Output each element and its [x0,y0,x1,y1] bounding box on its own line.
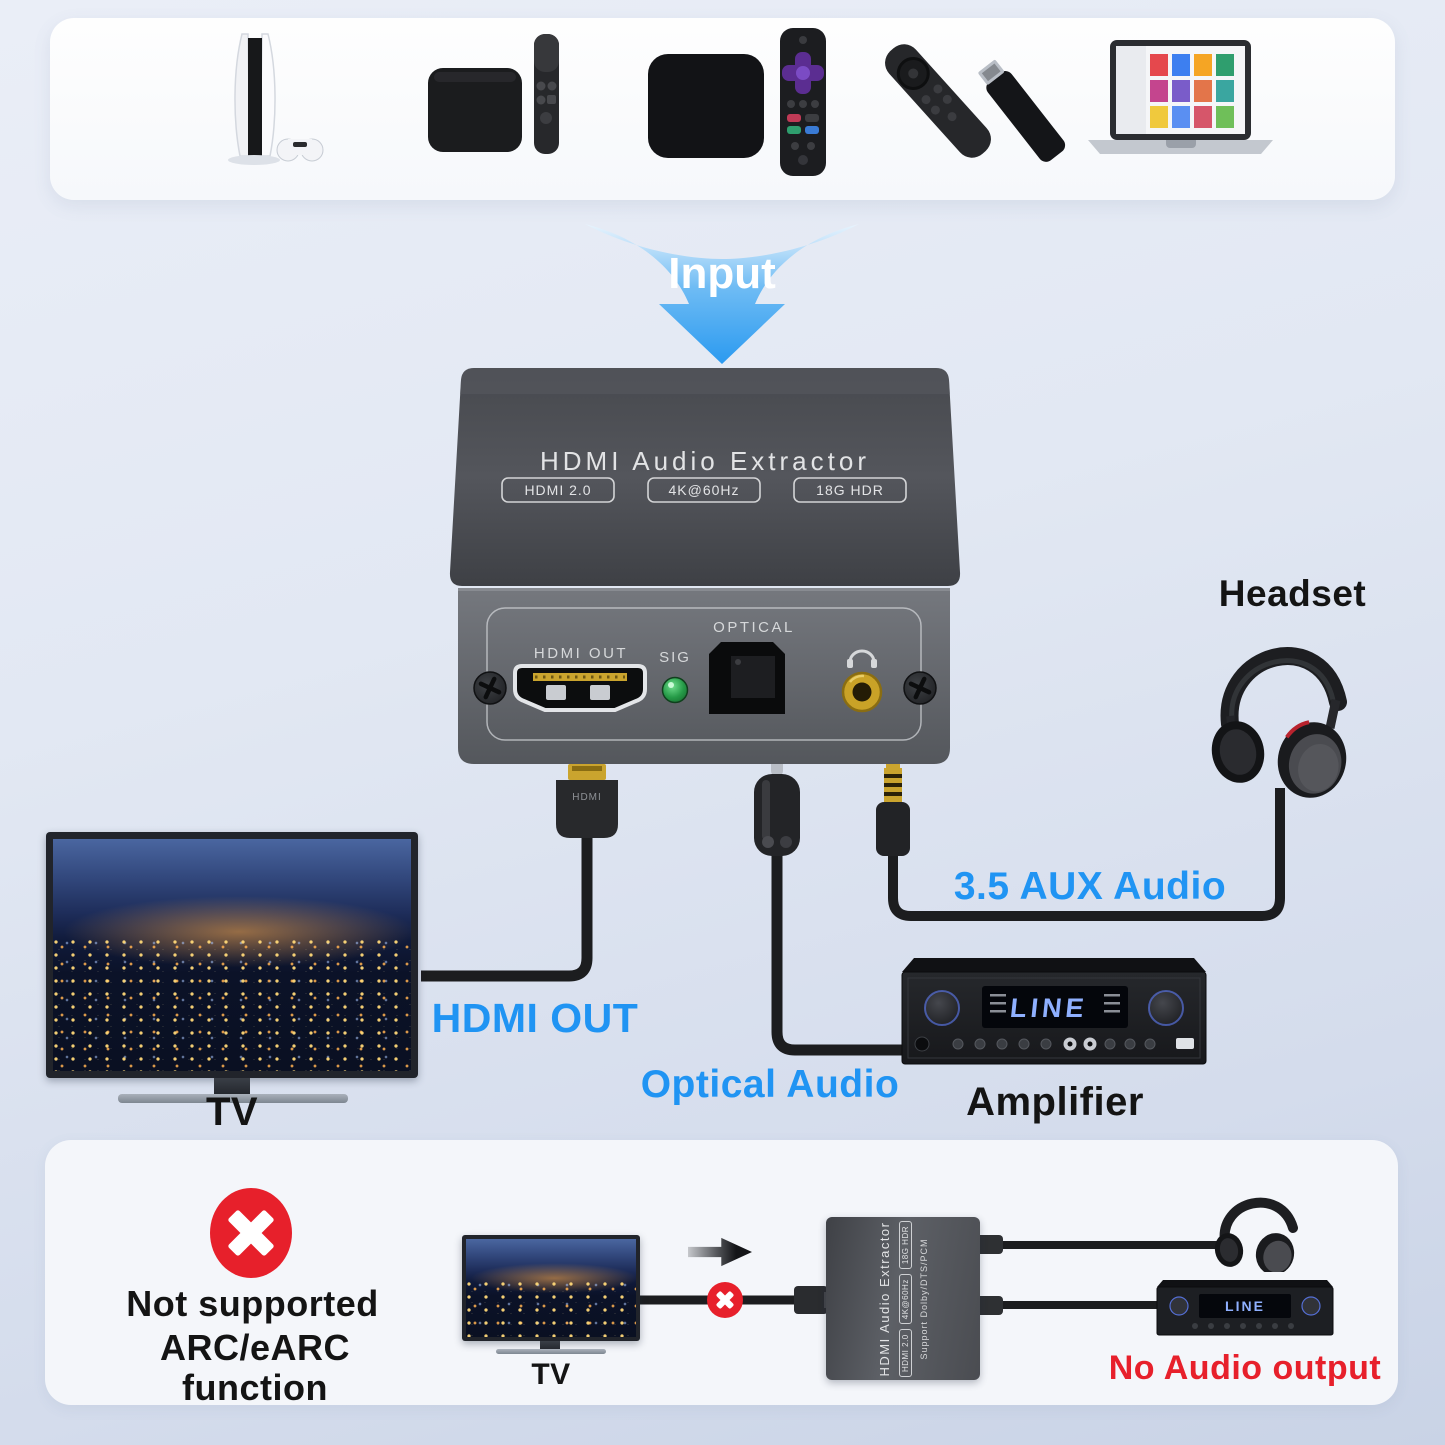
warning-line1: Not supported [126,1283,379,1324]
headphone-icon [847,649,877,668]
mini-plug-top [976,1235,1003,1254]
warning-amp-display: LINE [1225,1298,1265,1314]
mini-badge-1: HDMI 2.0 [899,1328,912,1377]
optical-port [709,642,785,714]
device-front-face [458,588,950,764]
amplifier-label: Amplifier [966,1080,1144,1124]
warning-amplifier-image: LINE [1156,1280,1334,1336]
warning-tv-stand [540,1341,560,1350]
hdmi-out-port [513,664,647,712]
mini-badge-3: 18G HDR [899,1220,912,1269]
tv-stand [214,1078,250,1095]
left-screw [473,671,507,705]
optical-audio-connection-label: Optical Audio [640,1063,900,1106]
ps5-console-image [228,33,324,165]
amplifier-display: LINE [1009,992,1090,1023]
device-title: HDMI Audio Extractor [540,446,870,476]
mini-extractor-support-text: Support Dolby/DTS/PCM [919,1237,929,1360]
tv-label: TV [205,1090,259,1134]
macbook-image [1088,40,1273,154]
no-signal-x-icon [707,1282,743,1318]
aux-jack-port [841,671,883,713]
optical-plug [754,756,800,856]
fire-tv-stick-image [885,44,1066,162]
headset-label: Headset [1218,573,1367,614]
device-badges: HDMI 2.0 4K@60Hz 18G HDR [501,477,907,503]
port-label-hdmi-out: HDMI OUT [534,645,628,662]
not-supported-x-icon [210,1188,292,1278]
mini-badge-2: 4K@60Hz [899,1273,912,1324]
badge-4k60: 4K@60Hz [668,482,739,498]
warning-tv-label: TV [531,1358,571,1391]
roku-remote-image [780,28,826,176]
badge-hdmi20: HDMI 2.0 [524,482,591,498]
mini-plug-bottom [976,1296,1003,1315]
no-audio-output-label: No Audio output [1108,1349,1382,1387]
warning-tv-image [462,1235,640,1341]
badge-18g: 18G HDR [816,482,884,498]
warning-line2: ARC/eARC function [159,1327,350,1408]
aux-cable [888,788,1285,921]
apple-tv-image [428,34,559,154]
tv-screen [53,839,411,1071]
hdmi-cable [421,832,593,982]
tv-image [46,832,418,1078]
warning-extractor-image: HDMI Audio Extractor HDMI 2.0 4K@60Hz 18… [826,1217,980,1380]
input-label: Input [668,249,776,298]
optical-cable [771,854,905,1056]
signal-led [661,676,689,704]
warning-tv-screen [466,1239,636,1337]
tv-stand-base [118,1094,348,1103]
device-top-face [449,368,961,586]
port-label-optical: OPTICAL [713,619,795,636]
input-arrow-icon: Input [585,224,859,364]
apple-tv-remote-image [534,34,559,154]
headset-image [1211,647,1347,798]
roku-box-image [648,28,826,176]
amplifier-image: LINE [901,958,1207,1065]
ps5-controller-image [276,138,324,162]
aux-audio-connection-label: 3.5 AUX Audio [953,865,1227,908]
warning-headset-image [1214,1197,1298,1272]
hdmi-audio-extractor-device: HDMI Audio Extractor HDMI 2.0 4K@60Hz 18… [449,368,961,764]
macbook-screen-grid [1150,54,1234,128]
mini-extractor-badges: HDMI 2.0 4K@60Hz 18G HDR [899,1220,912,1377]
hdmi-plug-label: HDMI [572,792,602,803]
hdmi-out-connection-label: HDMI OUT [431,995,639,1041]
mini-extractor-title: HDMI Audio Extractor [877,1221,892,1376]
port-label-sig: SIG [659,649,691,666]
hdmi-plug [556,764,618,838]
warning-tv-stand-base [496,1349,606,1354]
right-screw [903,671,937,705]
